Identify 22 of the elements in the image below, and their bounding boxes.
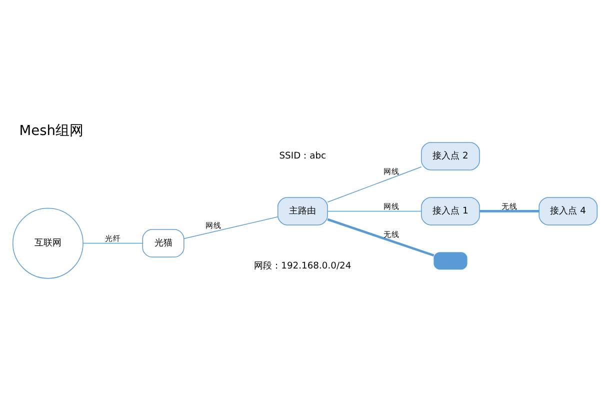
node-circle: 互联网 bbox=[12, 207, 84, 278]
connector bbox=[82, 242, 143, 244]
edge-label: 无线 bbox=[384, 230, 400, 239]
connector bbox=[327, 166, 422, 202]
node-box: 主路由 bbox=[277, 196, 328, 225]
label: SSID：abc bbox=[279, 150, 326, 162]
node-box: 接入点 2 bbox=[421, 142, 480, 170]
edge-label: 网线 bbox=[384, 201, 400, 210]
connector bbox=[327, 218, 434, 256]
node-box: 接入点 1 bbox=[421, 196, 480, 225]
connector bbox=[480, 210, 540, 212]
edge-label: 网线 bbox=[384, 166, 400, 176]
node-box bbox=[434, 252, 468, 270]
node-box: 光猫 bbox=[142, 228, 184, 257]
node-box: 接入点 4 bbox=[538, 196, 598, 225]
label: 网段：192.168.0.0/24 bbox=[254, 260, 352, 272]
connector bbox=[327, 210, 422, 212]
connector bbox=[184, 216, 278, 238]
edge-label: 网线 bbox=[206, 220, 222, 230]
diagram-title: Mesh组网 bbox=[19, 122, 84, 139]
edge-label: 光纤 bbox=[104, 233, 121, 242]
edge-label: 无线 bbox=[501, 201, 518, 210]
